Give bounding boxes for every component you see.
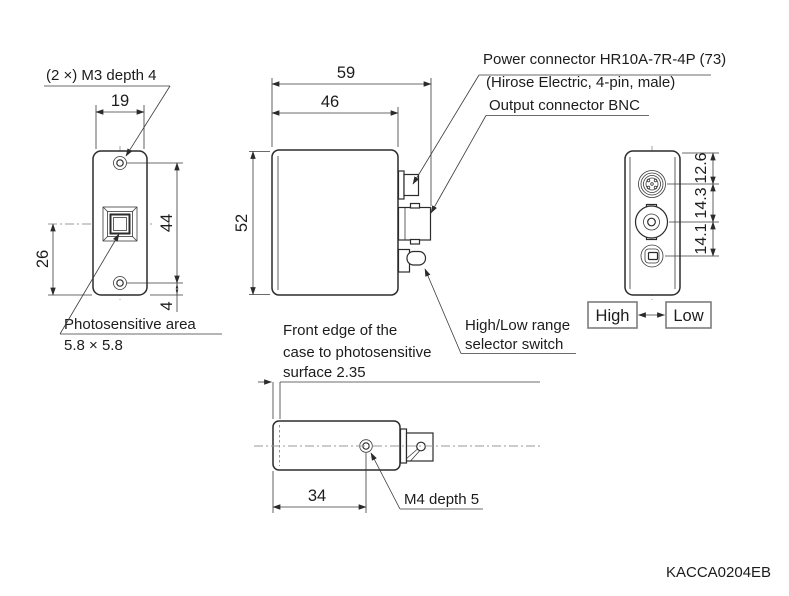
dim-14-3-label: 14.3	[693, 187, 710, 218]
dim-44-label: 44	[158, 214, 176, 232]
switch-label-line2: selector switch	[465, 336, 563, 353]
power-connector-label-line2: (Hirose Electric, 4-pin, male)	[486, 74, 675, 91]
front-edge-label-line3: surface 2.35	[283, 364, 366, 381]
m4-callout: M4 depth 5	[370, 452, 483, 510]
front-edge-label-line2: case to photosensitive	[283, 344, 431, 361]
dim-34-label: 34	[308, 487, 326, 505]
back-dims: 12.6 14.3 14.1	[665, 152, 719, 257]
side-dim-case-depth: 46	[271, 93, 399, 147]
range-switch-callout: High/Low range selector switch	[424, 268, 576, 354]
front-edge-label-line1: Front edge of the	[283, 322, 397, 339]
bnc-connector-side	[397, 202, 432, 245]
side-case-body	[271, 149, 399, 296]
side-dim-height: 52	[233, 150, 270, 296]
bnc-label: Output connector BNC	[489, 97, 640, 114]
photosensitive-callout: Photosensitive area 5.8 × 5.8	[59, 233, 222, 354]
m3-screw-hole-top	[113, 156, 127, 170]
side-view: 59 46 52 Power connector HR10A-7R-4P (73…	[233, 51, 726, 354]
bottom-case-body	[272, 420, 401, 471]
photosensitive-label-line2: 5.8 × 5.8	[64, 337, 123, 354]
high-label: High	[596, 307, 630, 325]
dim-12-6-label: 12.6	[693, 152, 710, 183]
dim-59-label: 59	[337, 64, 355, 82]
side-dim-overall-depth: 59	[271, 64, 432, 206]
dim-52-label: 52	[233, 214, 251, 232]
switch-label-line1: High/Low range	[465, 317, 570, 334]
photosensitive-area	[102, 206, 138, 242]
dim-19-label: 19	[111, 92, 129, 110]
front-dim-photo-center: 26	[34, 223, 92, 296]
front-dim-hole-offset: 4	[150, 283, 183, 312]
bnc-callout: Output connector BNC	[430, 97, 649, 214]
high-box	[587, 301, 638, 329]
dim-26-label: 26	[34, 250, 52, 268]
power-connector-face	[638, 170, 666, 198]
toggle-switch-face	[640, 244, 664, 268]
power-connector-side	[397, 170, 420, 200]
front-edge-callout: Front edge of the case to photosensitive…	[258, 322, 540, 419]
dim-4-label: 4	[158, 301, 176, 310]
toggle-switch-side	[397, 248, 427, 273]
dim-14-1-label: 14.1	[693, 223, 710, 254]
power-connector-label-line1: Power connector HR10A-7R-4P (73)	[483, 51, 726, 68]
dim-46-label: 46	[321, 93, 339, 111]
bottom-dim-m4-pos: 34	[272, 453, 367, 513]
photosensitive-label-line1: Photosensitive area	[64, 316, 196, 333]
low-box	[665, 301, 712, 329]
power-connector-callout: Power connector HR10A-7R-4P (73) (Hirose…	[412, 51, 726, 185]
bottom-view: Front edge of the case to photosensitive…	[254, 322, 540, 513]
m3-label: (2 ×) M3 depth 4	[46, 67, 156, 84]
front-dim-hole-span: 44	[127, 162, 183, 284]
front-view: 19 (2 ×) M3 depth 4 44 4 26	[34, 67, 222, 354]
high-low-legend: High Low	[587, 301, 712, 329]
low-label: Low	[673, 307, 703, 325]
m3-screw-hole-bottom	[113, 276, 127, 290]
m3-callout: (2 ×) M3 depth 4	[44, 67, 171, 157]
m4-label: M4 depth 5	[404, 491, 479, 508]
drawing-code: KACCA0204EB	[666, 564, 771, 581]
back-view: 12.6 14.3 14.1 High Low	[587, 146, 719, 329]
bnc-connector-face	[634, 203, 669, 241]
